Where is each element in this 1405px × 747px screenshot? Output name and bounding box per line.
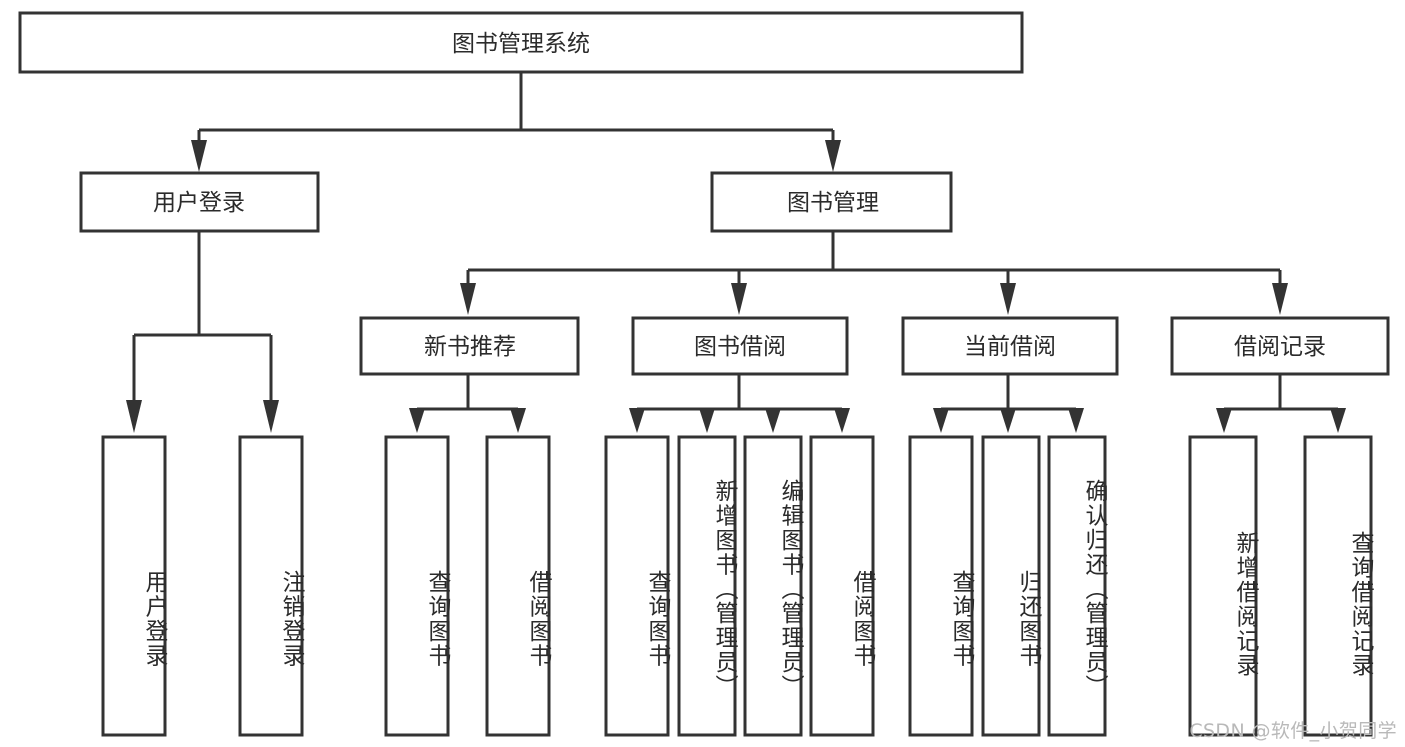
node-root[interactable]: 图书管理系统 <box>18 11 1024 74</box>
node-root-label: 图书管理系统 <box>452 31 590 57</box>
node-current[interactable]: 当前借阅 <box>901 316 1119 376</box>
node-bookmgmt[interactable]: 图书管理 <box>710 171 953 233</box>
arrowhead-leaf12 <box>1216 408 1232 433</box>
arrowhead-leaf1 <box>126 400 142 433</box>
arrowhead-leaf10 <box>1000 408 1016 433</box>
leaf-boxes <box>101 435 1373 737</box>
connector-group-newbook-to-leaves <box>409 374 526 433</box>
node-login[interactable]: 用户登录 <box>79 171 320 233</box>
arrowhead-leaf8 <box>834 408 850 433</box>
arrowhead-login <box>191 140 207 172</box>
arrowhead-current <box>1000 283 1016 315</box>
node-leaf7-box[interactable] <box>743 435 803 737</box>
node-login-box[interactable] <box>79 171 320 233</box>
arrowhead-leaf13 <box>1330 408 1346 433</box>
arrowhead-leaf7 <box>765 408 781 433</box>
node-leaf1-box[interactable] <box>101 435 167 737</box>
node-bookmgmt-label: 图书管理 <box>787 190 879 216</box>
node-leaf2-box[interactable] <box>238 435 304 737</box>
arrowhead-leaf4 <box>510 408 526 433</box>
node-current-box[interactable] <box>901 316 1119 376</box>
node-records-box[interactable] <box>1170 316 1390 376</box>
node-leaf3-box[interactable] <box>384 435 450 737</box>
node-borrow-label: 图书借阅 <box>694 334 786 360</box>
node-newbook[interactable]: 新书推荐 <box>359 316 580 376</box>
node-borrow-box[interactable] <box>631 316 849 376</box>
node-newbook-box[interactable] <box>359 316 580 376</box>
connector-group-bookmgmt-to-level3 <box>460 231 1288 315</box>
arrowhead-newbook <box>460 283 476 315</box>
connector-group-root-to-level2 <box>191 72 841 172</box>
connector-group-current-to-leaves <box>933 374 1084 433</box>
connector-group-records-to-leaves <box>1216 374 1346 433</box>
node-leaf5-box[interactable] <box>604 435 670 737</box>
node-root-box[interactable] <box>18 11 1024 74</box>
node-leaf6-box[interactable] <box>677 435 737 737</box>
node-records[interactable]: 借阅记录 <box>1170 316 1390 376</box>
arrowhead-leaf3 <box>409 408 425 433</box>
node-current-label: 当前借阅 <box>964 334 1056 360</box>
connector-group-login-to-leaves <box>126 231 279 433</box>
node-login-label: 用户登录 <box>153 190 245 216</box>
arrowhead-leaf2 <box>263 400 279 433</box>
arrowhead-bookmgmt <box>825 140 841 172</box>
csdn-watermark: CSDN @软件_小贺同学 <box>1189 720 1397 742</box>
connector-group-borrow-to-leaves <box>629 374 850 433</box>
node-borrow[interactable]: 图书借阅 <box>631 316 849 376</box>
node-leaf10-box[interactable] <box>981 435 1041 737</box>
arrowhead-leaf6 <box>699 408 715 433</box>
node-bookmgmt-box[interactable] <box>710 171 953 233</box>
node-leaf9-box[interactable] <box>908 435 974 737</box>
node-leaf4-box[interactable] <box>485 435 551 737</box>
arrowhead-leaf5 <box>629 408 645 433</box>
node-leaf12-box[interactable] <box>1188 435 1258 737</box>
node-leaf11-box[interactable] <box>1047 435 1107 737</box>
node-leaf13-box[interactable] <box>1303 435 1373 737</box>
arrowhead-leaf9 <box>933 408 949 433</box>
arrowhead-borrow <box>731 283 747 315</box>
node-newbook-label: 新书推荐 <box>424 334 516 360</box>
arrowhead-leaf11 <box>1068 408 1084 433</box>
node-records-label: 借阅记录 <box>1234 334 1326 360</box>
arrowhead-records <box>1272 283 1288 315</box>
node-leaf8-box[interactable] <box>809 435 875 737</box>
